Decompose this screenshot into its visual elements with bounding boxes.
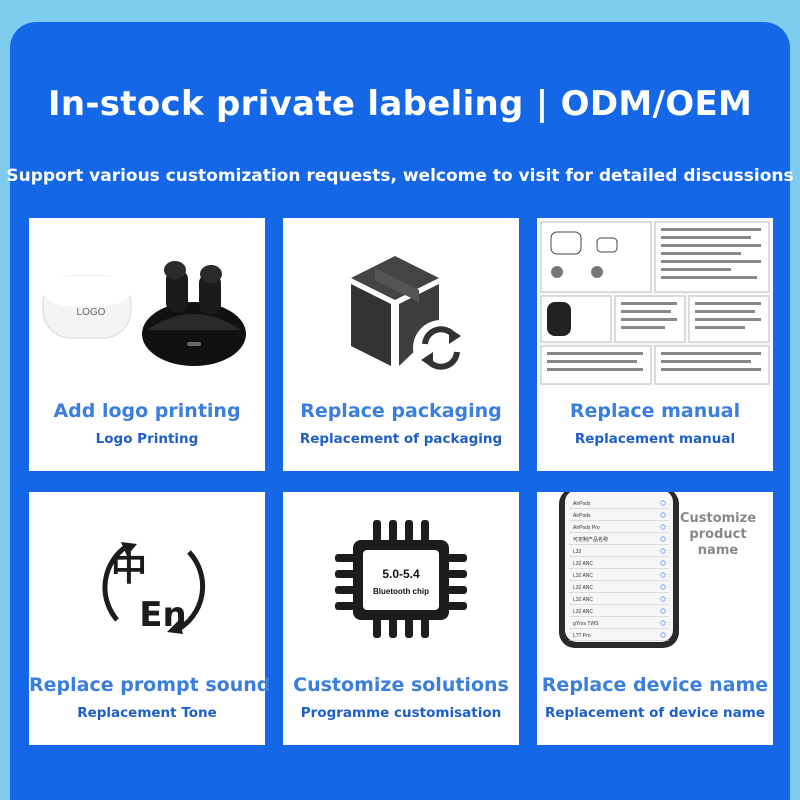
info-icon [660, 620, 666, 626]
info-icon [660, 608, 666, 614]
phone-row-divider [569, 604, 669, 605]
card-title: Customize solutions [293, 674, 509, 696]
info-icon [660, 536, 666, 542]
phone-row-divider [569, 556, 669, 557]
info-icon [660, 584, 666, 590]
card-manual[interactable]: Replace manual Replacement manual [537, 218, 773, 471]
card-solutions[interactable]: 5.0-5.4 Bluetooth chip Customize solutio… [283, 492, 519, 745]
info-icon [660, 596, 666, 602]
card-packaging[interactable]: Replace packaging Replacement of packagi… [283, 218, 519, 471]
chinese-glyph: 中 [111, 548, 147, 589]
phone-row-label: L?? Pro [573, 633, 591, 639]
phone-row-divider [569, 580, 669, 581]
phone-row-divider [569, 508, 669, 509]
language-switch-icon: 中 En [29, 492, 265, 662]
phone-row-divider [569, 640, 669, 641]
phone-row-label: AirPods [573, 513, 591, 519]
card-title: Replace device name [541, 674, 769, 696]
card-subtitle: Programme customisation [300, 705, 502, 721]
info-icon [660, 512, 666, 518]
phone-row-divider [569, 520, 669, 521]
phone-row-label: gYnrs TWS [573, 621, 599, 627]
chip-version: 5.0-5.4 [382, 567, 420, 581]
phone-row-label: L32 ANC [573, 609, 593, 615]
phone-row-label: L32 ANC [573, 585, 593, 591]
card-subtitle: Replacement of packaging [299, 431, 503, 447]
phone-row-divider [569, 628, 669, 629]
info-icon [660, 548, 666, 554]
chip-icon: 5.0-5.4 Bluetooth chip [283, 492, 519, 662]
phone-row-label: AirPods [573, 501, 591, 507]
card-title: Replace packaging [300, 400, 502, 422]
overlay-line-3: name [698, 543, 739, 558]
card-subtitle: Logo Printing [95, 431, 199, 447]
card-subtitle: Replacement Tone [77, 705, 217, 721]
logo-text: LOGO [77, 307, 106, 318]
card-logo-printing[interactable]: LOGO Add logo printing Logo Printing [29, 218, 265, 471]
card-title: Add logo printing [53, 400, 241, 422]
phone-row-divider [569, 544, 669, 545]
phone-row-label: L32 [573, 549, 582, 555]
phone-row-divider [569, 592, 669, 593]
phone-row-divider [569, 532, 669, 533]
page-title: In-stock private labeling | ODM/OEM [47, 84, 753, 124]
overlay-line-1: Customize [680, 511, 756, 526]
chip-label: Bluetooth chip [373, 587, 429, 596]
phone-row-label: AirPods Pro [573, 525, 600, 531]
card-subtitle: Replacement of device name [545, 705, 765, 721]
manual-collage-image [537, 218, 773, 388]
en-glyph: En [139, 595, 186, 635]
card-prompt-sound[interactable]: 中 En Replace prompt sound Replacement To… [29, 492, 271, 745]
card-title: Replace prompt sound [29, 674, 271, 696]
info-icon [660, 500, 666, 506]
card-subtitle: Replacement manual [574, 431, 736, 447]
phone-row-label: L32 ANC [573, 561, 593, 567]
info-icon [660, 572, 666, 578]
phone-row-label: L32 ANC [573, 573, 593, 579]
package-refresh-icon [283, 218, 519, 388]
card-title: Replace manual [569, 400, 741, 422]
overlay-line-2: product [689, 527, 746, 542]
phone-row-label: L32 ANC [573, 597, 593, 603]
info-icon [660, 524, 666, 530]
phone-row-divider [569, 616, 669, 617]
page-subtitle: Support various customization requests, … [6, 166, 794, 186]
earbuds-image: LOGO [29, 218, 265, 388]
info-icon [660, 632, 666, 638]
info-icon [660, 560, 666, 566]
phone-row-label: 可定制产品名称 [573, 536, 608, 543]
phone-row-divider [569, 568, 669, 569]
